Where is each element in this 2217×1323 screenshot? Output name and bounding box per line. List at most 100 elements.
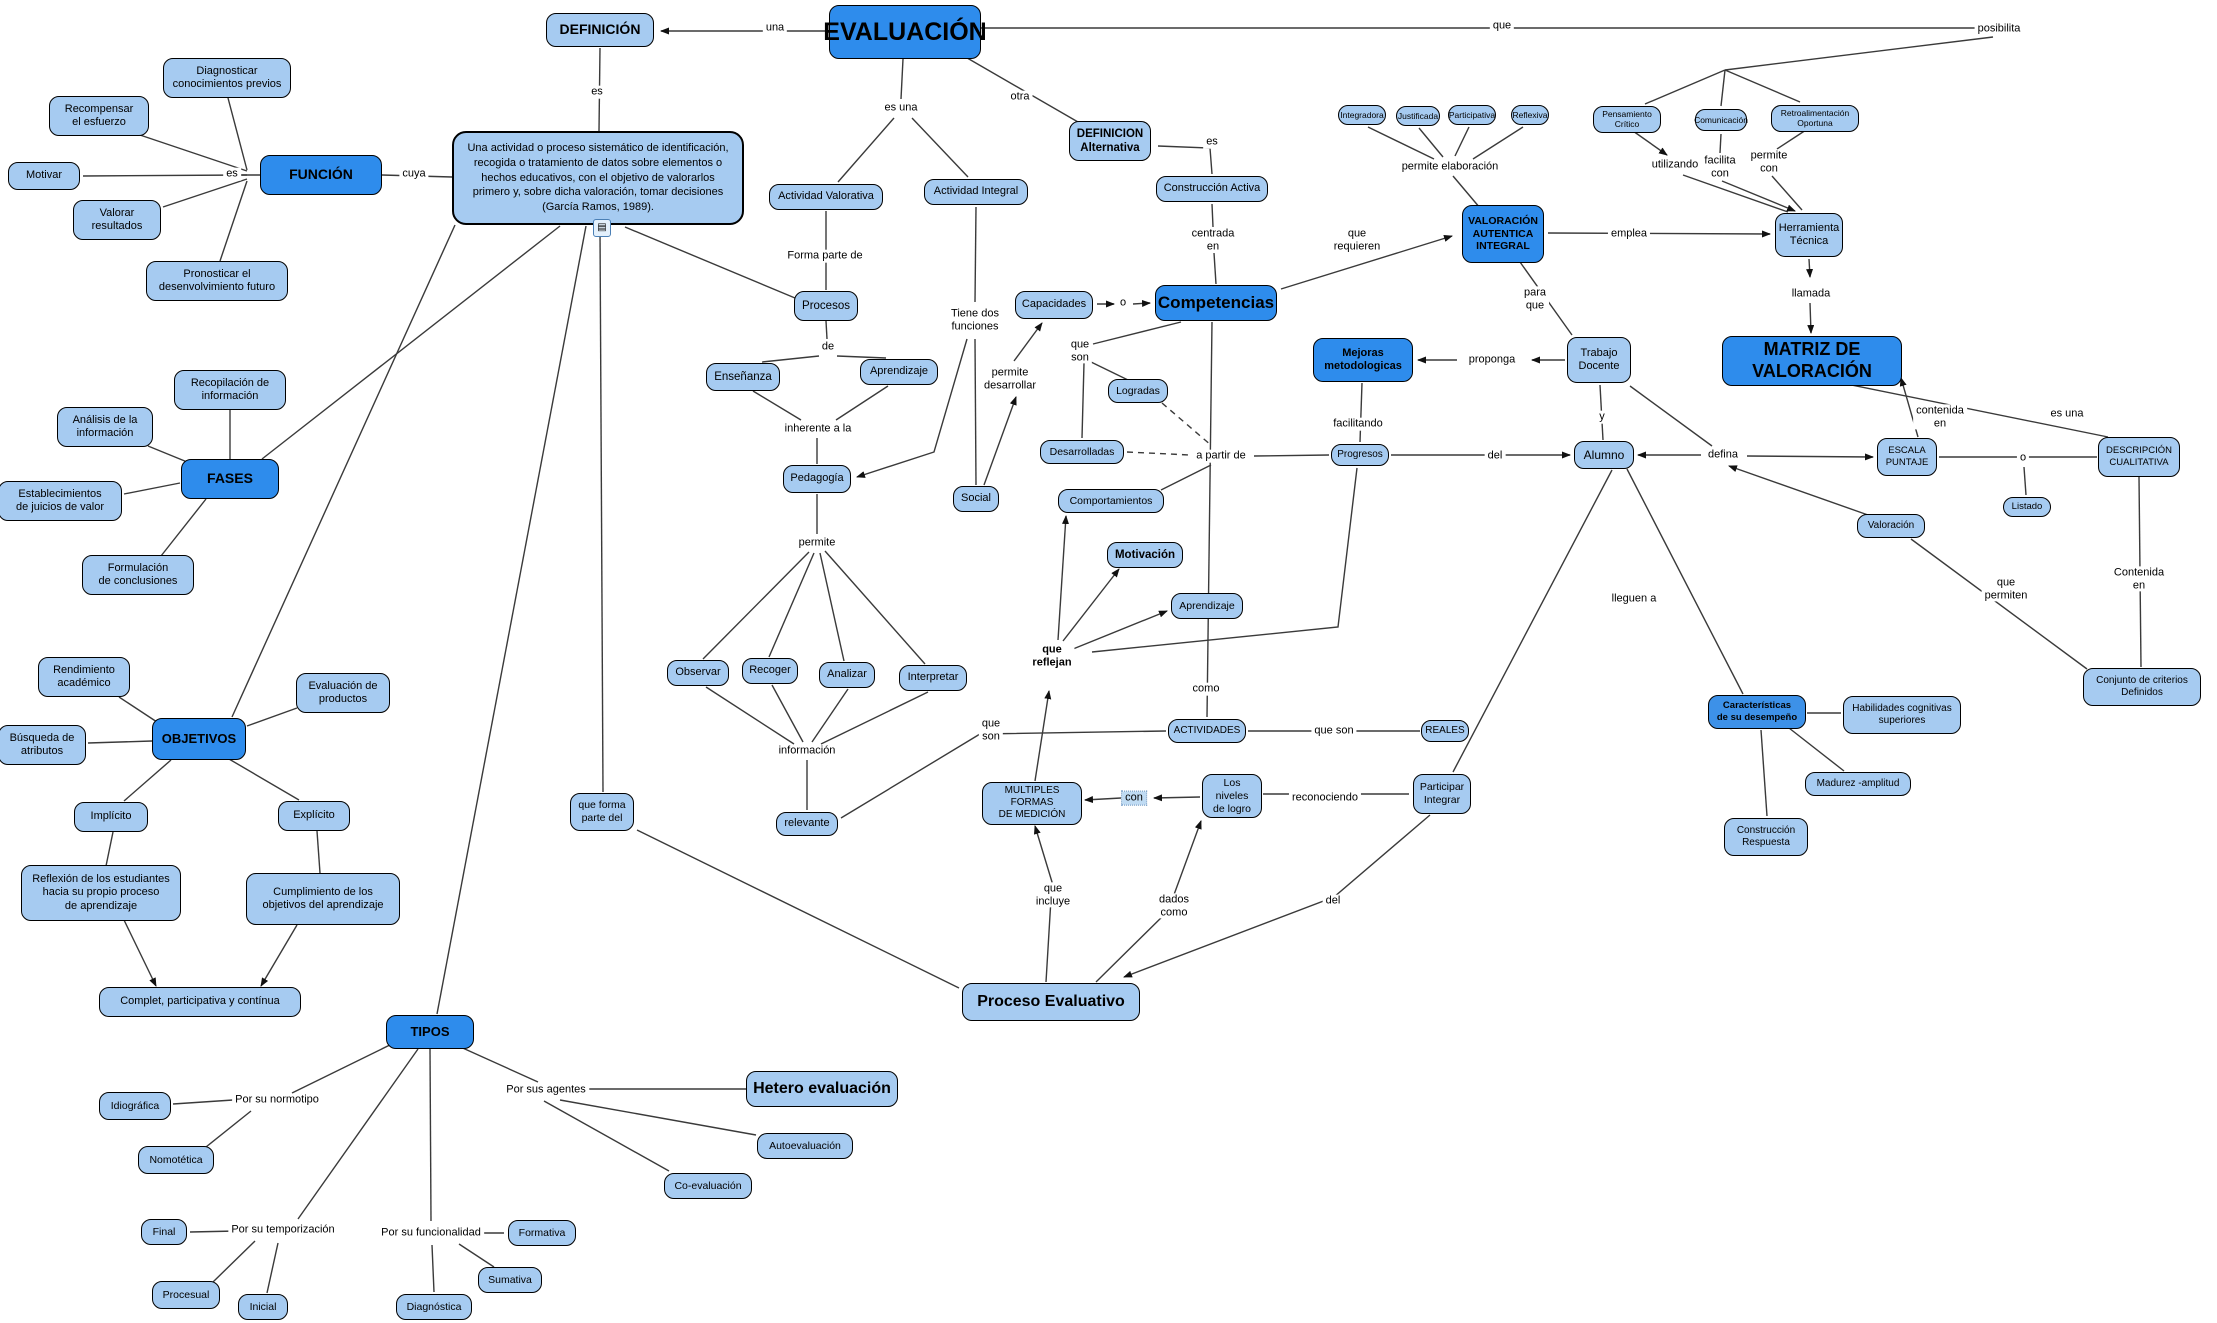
node-autoevaluacion[interactable]: Autoevaluación xyxy=(757,1133,853,1159)
link-label-por-su-temporizacion[interactable]: Por su temporización xyxy=(228,1223,338,1237)
node-escala-puntaje[interactable]: ESCALA PUNTAJE xyxy=(1877,438,1937,476)
link-label-permite-con[interactable]: permite con xyxy=(1747,149,1791,175)
node-final[interactable]: Final xyxy=(141,1219,187,1245)
link-label-a-partir-de[interactable]: a partir de xyxy=(1193,449,1249,463)
node-evaluacion-productos[interactable]: Evaluación de productos xyxy=(296,673,390,713)
node-fases[interactable]: FASES xyxy=(181,459,279,499)
node-capacidades[interactable]: Capacidades xyxy=(1015,291,1093,319)
link-label-por-su-funcionalidad[interactable]: Por su funcionalidad xyxy=(378,1226,484,1240)
link-label-del-2[interactable]: del xyxy=(1322,894,1344,908)
node-desarrolladas[interactable]: Desarrolladas xyxy=(1040,440,1124,464)
node-madurez[interactable]: Madurez -amplitud xyxy=(1805,772,1911,796)
node-co-evaluacion[interactable]: Co-evaluación xyxy=(664,1173,752,1199)
link-label-es-una-1[interactable]: es una xyxy=(881,101,921,115)
node-formulacion[interactable]: Formulación de conclusiones xyxy=(82,555,194,595)
node-aprendizaje-2[interactable]: Aprendizaje xyxy=(1171,593,1243,619)
link-label-dados-como[interactable]: dados como xyxy=(1156,893,1192,919)
node-reales[interactable]: REALES xyxy=(1421,720,1469,742)
node-comportamientos[interactable]: Comportamientos xyxy=(1058,489,1164,513)
node-objetivos[interactable]: OBJETIVOS xyxy=(152,718,246,760)
resource-icon[interactable]: ▤ xyxy=(593,219,611,237)
link-label-forma-parte-de[interactable]: Forma parte de xyxy=(784,249,866,263)
node-participativa[interactable]: Participativa xyxy=(1448,105,1496,125)
node-reflexion[interactable]: Reflexión de los estudiantes hacia su pr… xyxy=(21,865,181,921)
node-inicial[interactable]: Inicial xyxy=(238,1294,288,1320)
node-recoger[interactable]: Recoger xyxy=(742,658,798,684)
node-justificada[interactable]: Justificada xyxy=(1396,106,1440,126)
node-caracteristicas[interactable]: Características de su desempeño xyxy=(1708,695,1806,729)
node-social[interactable]: Social xyxy=(953,486,999,512)
node-habilidades-cognitivas[interactable]: Habilidades cognitivas superiores xyxy=(1843,696,1961,734)
link-label-por-sus-agentes[interactable]: Por sus agentes xyxy=(503,1083,589,1097)
node-matriz-valoracion[interactable]: MATRIZ DE VALORACIÓN xyxy=(1722,336,1902,386)
link-label-proponga[interactable]: proponga xyxy=(1465,353,1519,367)
node-listado[interactable]: Listado xyxy=(2003,497,2051,517)
link-label-tiene-dos-funciones[interactable]: Tiene dos funciones xyxy=(948,307,1002,333)
node-analisis[interactable]: Análisis de la información xyxy=(57,407,153,447)
node-definicion-texto[interactable]: Una actividad o proceso sistemático de i… xyxy=(452,131,744,225)
node-analizar[interactable]: Analizar xyxy=(819,662,875,688)
node-mejoras-metodologicas[interactable]: Mejoras metodologicas xyxy=(1313,338,1413,382)
node-implicito[interactable]: Implícito xyxy=(74,802,148,832)
link-label-es-3[interactable]: es xyxy=(1203,135,1221,149)
node-definicion[interactable]: DEFINICIÓN xyxy=(546,13,654,47)
link-label-o-2[interactable]: o xyxy=(2016,451,2030,465)
node-logradas[interactable]: Logradas xyxy=(1108,379,1168,403)
link-label-permite-desarrollar[interactable]: permite desarrollar xyxy=(981,366,1039,392)
node-construccion-respuesta[interactable]: Construcción Respuesta xyxy=(1724,818,1808,856)
node-recopilacion[interactable]: Recopilación de información xyxy=(174,370,286,410)
node-pedagogia[interactable]: Pedagogía xyxy=(783,465,851,493)
node-cumplimiento[interactable]: Cumplimiento de los objetivos del aprend… xyxy=(246,873,400,925)
node-formativa[interactable]: Formativa xyxy=(508,1220,576,1246)
node-competencias[interactable]: Competencias xyxy=(1155,285,1277,321)
node-actividades[interactable]: ACTIVIDADES xyxy=(1168,719,1246,743)
link-label-cuya[interactable]: cuya xyxy=(399,167,429,181)
link-label-que-requieren[interactable]: que requieren xyxy=(1330,227,1384,253)
node-trabajo-docente[interactable]: Trabajo Docente xyxy=(1567,337,1631,383)
link-label-que-son-3[interactable]: que son xyxy=(1311,724,1357,738)
node-rendimiento[interactable]: Rendimiento académico xyxy=(38,657,130,697)
link-label-del-1[interactable]: del xyxy=(1484,449,1506,463)
link-label-inherente-a-la[interactable]: inherente a la xyxy=(781,422,855,436)
node-motivar[interactable]: Motivar xyxy=(8,162,80,190)
node-participar-integrar[interactable]: Participar Integrar xyxy=(1413,774,1471,814)
link-label-emplea[interactable]: emplea xyxy=(1607,227,1651,241)
node-diagnostica[interactable]: Diagnóstica xyxy=(396,1294,472,1320)
link-label-centrada-en[interactable]: centrada en xyxy=(1188,227,1238,253)
node-descripcion-cualitativa[interactable]: DESCRIPCIÓN CUALITATIVA xyxy=(2098,437,2180,477)
link-label-contenida-en-1[interactable]: contenida en xyxy=(1913,404,1967,430)
node-observar[interactable]: Observar xyxy=(667,660,729,686)
node-motivacion[interactable]: Motivación xyxy=(1107,542,1183,568)
node-hetero-evaluacion[interactable]: Hetero evaluación xyxy=(746,1071,898,1107)
link-label-informacion[interactable]: información xyxy=(775,744,839,758)
node-progresos[interactable]: Progresos xyxy=(1331,444,1389,466)
node-ensenanza[interactable]: Enseñanza xyxy=(706,363,780,391)
node-pronosticar[interactable]: Pronosticar el desenvolvimiento futuro xyxy=(146,261,288,301)
node-que-forma-parte[interactable]: que forma parte del xyxy=(570,793,634,831)
node-integradora[interactable]: Integradora xyxy=(1338,105,1386,125)
link-label-posibilita[interactable]: posibilita xyxy=(1974,22,2024,36)
node-procesual[interactable]: Procesual xyxy=(152,1281,220,1309)
node-explicito[interactable]: Explícito xyxy=(278,801,350,831)
node-multiples-formas[interactable]: MULTIPLES FORMAS DE MEDICIÓN xyxy=(982,782,1082,825)
node-retroalimentacion[interactable]: Retroalimentación Oportuna xyxy=(1771,105,1859,132)
link-label-facilitando[interactable]: facilitando xyxy=(1330,417,1386,431)
link-label-contenida-en-2[interactable]: Contenida en xyxy=(2110,566,2168,592)
node-nomotetica[interactable]: Nomotética xyxy=(138,1146,214,1174)
node-tipos[interactable]: TIPOS xyxy=(386,1015,474,1049)
link-label-es-2[interactable]: es xyxy=(223,167,241,181)
node-valoracion[interactable]: Valoración xyxy=(1857,514,1925,538)
node-valorar-resultados[interactable]: Valorar resultados xyxy=(73,200,161,240)
node-diagnosticar[interactable]: Diagnosticar conocimientos previos xyxy=(163,58,291,98)
node-conjunto-criterios[interactable]: Conjunto de criterios Definidos xyxy=(2083,668,2201,706)
node-actividad-integral[interactable]: Actividad Integral xyxy=(924,179,1028,205)
link-label-para-que[interactable]: para que xyxy=(1520,286,1550,312)
link-label-que-1[interactable]: que xyxy=(1489,19,1515,33)
node-proceso-evaluativo[interactable]: Proceso Evaluativo xyxy=(962,983,1140,1021)
node-busqueda[interactable]: Búsqueda de atributos xyxy=(0,725,86,765)
link-label-o-1[interactable]: o xyxy=(1116,296,1130,310)
node-actividad-valorativa[interactable]: Actividad Valorativa xyxy=(769,184,883,210)
link-label-y[interactable]: y xyxy=(1596,410,1608,424)
link-label-defina[interactable]: defina xyxy=(1705,448,1741,462)
node-complet[interactable]: Complet, participativa y contínua xyxy=(99,987,301,1017)
